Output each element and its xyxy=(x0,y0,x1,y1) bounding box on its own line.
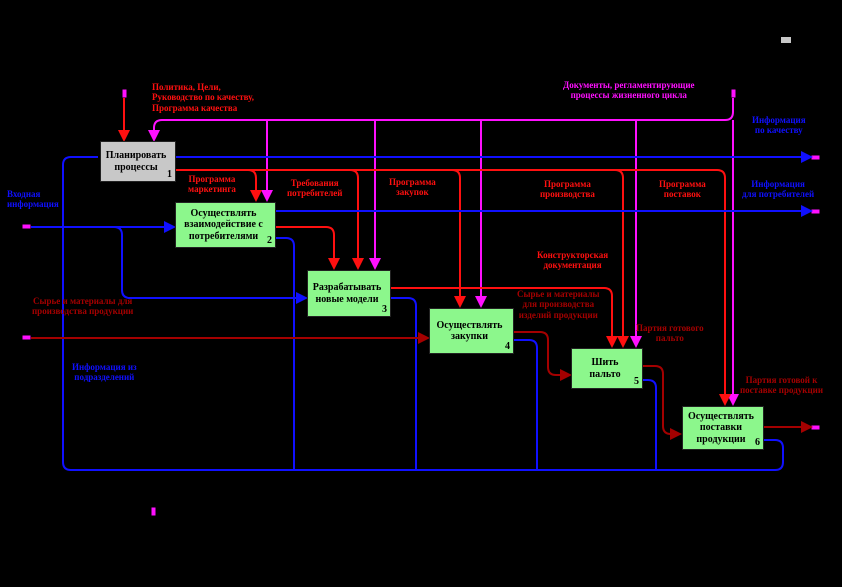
activity-number: 3 xyxy=(382,303,387,315)
activity-box-3[interactable]: Разрабатывать новые модели 3 xyxy=(307,270,391,317)
arrows-docs xyxy=(148,98,739,406)
label-req-consumers: Требования потребителей xyxy=(287,178,343,199)
label-raw-materials-input: Сырье и материалы для производства проду… xyxy=(32,296,134,317)
activity-box-1[interactable]: Планировать процессы 1 xyxy=(100,141,176,182)
label-info-departments: Информация из подразделений xyxy=(72,362,137,383)
label-info-quality: Информация по качеству xyxy=(752,115,806,136)
activity-box-5[interactable]: Шить пальто 5 xyxy=(571,348,643,389)
activity-box-4[interactable]: Осуществлять закупки 4 xyxy=(429,308,514,354)
activity-label: Планировать процессы xyxy=(105,150,167,173)
label-prog-marketing: Программа маркетинга xyxy=(188,174,236,195)
label-ready-coat: Партия готового пальто xyxy=(636,323,704,344)
legend-marker xyxy=(781,37,791,43)
label-prog-purchases: Программа закупок xyxy=(389,177,436,198)
label-docs: Документы, регламентирующие процессы жиз… xyxy=(563,80,695,101)
activity-label: Осуществлять поставки продукции xyxy=(688,410,754,445)
label-prog-production: Программа производства xyxy=(540,179,595,200)
arrows-info xyxy=(31,151,813,471)
label-ready-delivery: Партия готовой к поставке продукции xyxy=(740,375,824,396)
activity-label: Шить пальто xyxy=(589,357,621,380)
activity-label: Осуществлять взаимодействие с потребител… xyxy=(184,207,263,242)
activity-box-6[interactable]: Осуществлять поставки продукции 6 xyxy=(682,406,764,450)
arrows-programs xyxy=(176,169,731,406)
label-info-consumers: Информация для потребителей xyxy=(742,179,815,200)
activity-label: Разрабатывать новые модели xyxy=(312,282,382,305)
boundary-markers xyxy=(21,88,821,517)
activity-number: 5 xyxy=(634,375,639,387)
label-input-info: Входная информация xyxy=(7,189,59,210)
activity-box-2[interactable]: Осуществлять взаимодействие с потребител… xyxy=(175,202,276,248)
label-prog-deliveries: Программа поставок xyxy=(659,179,706,200)
label-raw-materials-out: Сырье и материалы для производства издел… xyxy=(517,289,600,320)
activity-number: 4 xyxy=(505,340,510,352)
label-policy: Политика, Цели, Руководство по качеству,… xyxy=(152,82,255,113)
activity-number: 6 xyxy=(755,436,760,448)
arrows-materials xyxy=(31,331,813,440)
activity-number: 1 xyxy=(167,168,172,180)
activity-label: Осуществлять закупки xyxy=(436,319,503,343)
label-design-docs: Конструкторская документация xyxy=(537,250,609,271)
activity-number: 2 xyxy=(267,234,272,246)
